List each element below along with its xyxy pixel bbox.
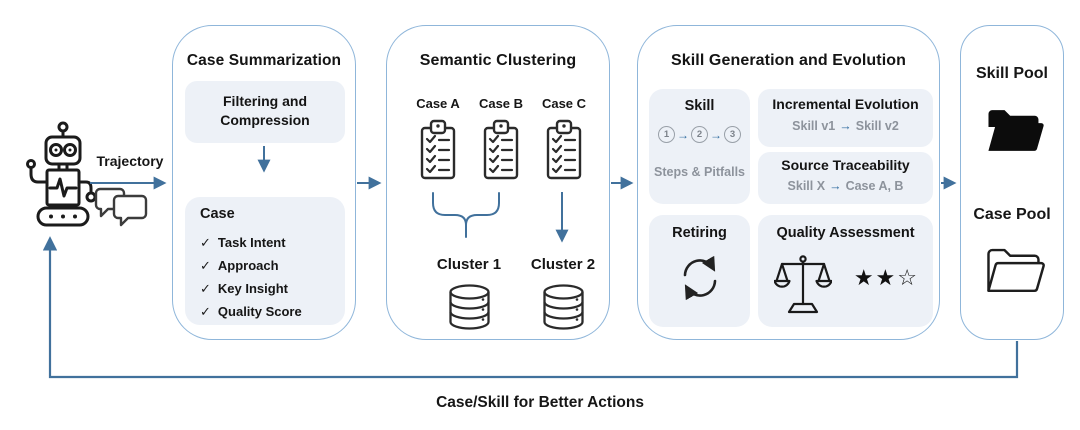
case-pool-folder-icon bbox=[987, 248, 1045, 293]
semantic-clustering-title: Semantic Clustering bbox=[419, 52, 577, 69]
check-icon: ✓ bbox=[200, 234, 211, 250]
case-item-label: Quality Score bbox=[217, 304, 302, 319]
robot-icon bbox=[26, 121, 97, 227]
retiring-title: Retiring bbox=[672, 225, 727, 241]
clipboard-icon bbox=[483, 119, 519, 180]
arrow-right-icon: → bbox=[710, 127, 722, 142]
case-item-label: Key Insight bbox=[217, 281, 288, 296]
skill-generation-title: Skill Generation and Evolution bbox=[670, 52, 907, 69]
arrow-right-icon: → bbox=[677, 127, 689, 142]
skill-pool-label: Skill Pool bbox=[975, 65, 1048, 82]
skill-steps: 1 → 2 → 3 bbox=[649, 126, 750, 143]
case-card: Case ✓ Task Intent ✓ Approach ✓ Key Insight… bbox=[185, 197, 345, 325]
quality-assessment-title: Quality Assessment bbox=[776, 225, 915, 241]
filtering-compression-label: Filtering and Compression bbox=[220, 93, 310, 128]
quality-assessment-card: Quality Assessment ★★☆ bbox=[758, 215, 933, 327]
trajectory-label: Trajectory bbox=[96, 153, 164, 169]
cluster-2-label: Cluster 2 bbox=[530, 256, 596, 273]
step-3-badge: 3 bbox=[724, 126, 741, 143]
filtering-compression-card: Filtering and Compression bbox=[185, 81, 345, 143]
skill-v2-label: Skill v2 bbox=[855, 119, 899, 133]
list-item: ✓ Quality Score bbox=[200, 300, 302, 323]
skill-x-label: Skill X bbox=[787, 179, 826, 193]
cluster-1-label: Cluster 1 bbox=[436, 256, 502, 273]
case-attribute-list: ✓ Task Intent ✓ Approach ✓ Key Insight ✓ Qua… bbox=[200, 231, 302, 323]
list-item: ✓ Approach bbox=[200, 254, 302, 277]
check-icon: ✓ bbox=[200, 257, 211, 273]
balance-scale-icon bbox=[774, 255, 832, 314]
case-item-label: Approach bbox=[217, 258, 279, 273]
bottom-caption: Case/Skill for Better Actions bbox=[436, 394, 644, 411]
case-ab-label: Case A, B bbox=[845, 179, 904, 193]
incremental-evolution-card: Incremental Evolution Skill v1→Skill v2 bbox=[758, 89, 933, 147]
check-icon: ✓ bbox=[200, 303, 211, 319]
step-2-badge: 2 bbox=[691, 126, 708, 143]
case-c-label: Case C bbox=[541, 96, 587, 111]
case-a-label: Case A bbox=[416, 96, 460, 111]
skill-card-title: Skill bbox=[684, 98, 715, 114]
step-1-badge: 1 bbox=[658, 126, 675, 143]
source-traceability-card: Source Traceability Skill X→Case A, B bbox=[758, 152, 933, 204]
skill-pool-folder-icon bbox=[988, 110, 1044, 151]
star-rating: ★★☆ bbox=[853, 265, 919, 290]
arrow-right-icon: → bbox=[839, 119, 852, 133]
case-card-title: Case bbox=[200, 206, 235, 222]
skill-generation-panel: Skill Generation and Evolution Skill 1 →… bbox=[637, 25, 940, 340]
skill-v1-label: Skill v1 bbox=[792, 119, 836, 133]
list-item: ✓ Key Insight bbox=[200, 277, 302, 300]
list-item: ✓ Task Intent bbox=[200, 231, 302, 254]
case-item-label: Task Intent bbox=[217, 235, 286, 250]
database-icon bbox=[449, 284, 490, 330]
skill-card: Skill 1 → 2 → 3 Steps & Pitfalls bbox=[649, 89, 750, 204]
arrow-right-icon: → bbox=[829, 179, 842, 193]
clipboard-icon bbox=[546, 119, 582, 180]
case-summarization-title: Case Summarization bbox=[186, 52, 342, 69]
check-icon: ✓ bbox=[200, 280, 211, 296]
case-b-label: Case B bbox=[478, 96, 524, 111]
case-summarization-panel: Case Summarization Filtering and Compres… bbox=[172, 25, 356, 340]
skill-version-flow: Skill v1→Skill v2 bbox=[758, 119, 933, 133]
skill-note: Steps & Pitfalls bbox=[654, 165, 745, 179]
case-pool-label: Case Pool bbox=[973, 206, 1051, 223]
clipboard-icon bbox=[420, 119, 456, 180]
chat-bubbles-icon bbox=[94, 187, 148, 227]
cycle-arrows-icon bbox=[683, 255, 717, 301]
pools-panel: Skill Pool Case Pool bbox=[960, 25, 1064, 340]
retiring-card: Retiring bbox=[649, 215, 750, 327]
source-traceability-title: Source Traceability bbox=[781, 157, 910, 173]
incremental-evolution-title: Incremental Evolution bbox=[772, 96, 919, 112]
traceability-flow: Skill X→Case A, B bbox=[758, 179, 933, 193]
semantic-clustering-panel: Semantic Clustering Case A Case B Case C… bbox=[386, 25, 610, 340]
database-icon bbox=[543, 284, 584, 330]
